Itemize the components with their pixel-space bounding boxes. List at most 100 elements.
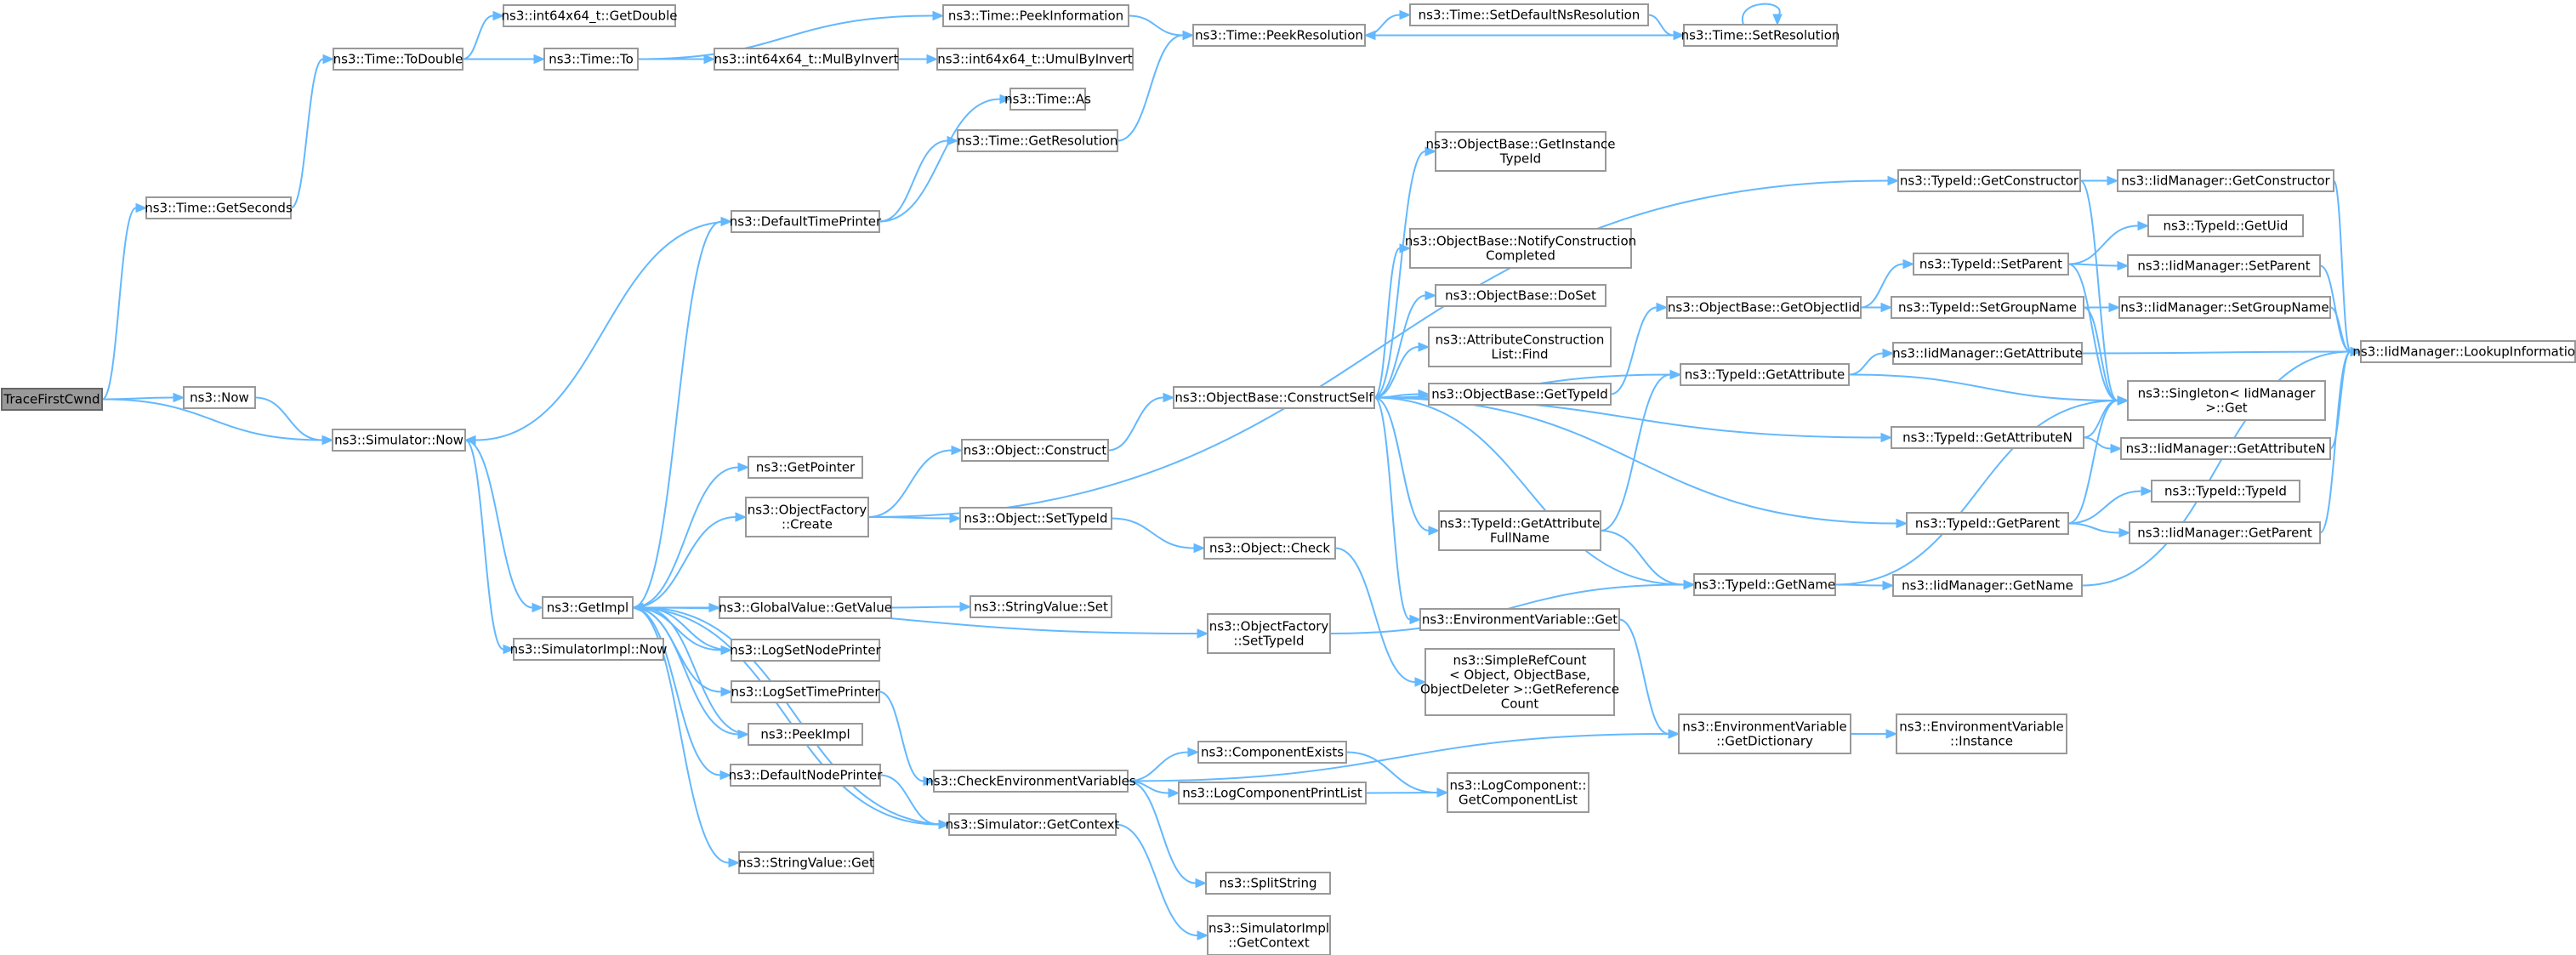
node-time_setdefaultns[interactable]: ns3::Time::SetDefaultNsResolution bbox=[1409, 3, 1649, 26]
node-sim_getcontext[interactable]: ns3::Simulator::GetContext bbox=[946, 813, 1120, 836]
node-typeid_setgroupname[interactable]: ns3::TypeId::SetGroupName bbox=[1891, 296, 2084, 319]
node-label: ns3::TypeId::GetConstructor bbox=[1900, 173, 2079, 189]
node-object_construct[interactable]: ns3::Object::Construct bbox=[961, 439, 1109, 462]
node-objbase_getobjectiid[interactable]: ns3::ObjectBase::GetObjectIid bbox=[1666, 296, 1862, 319]
node-label: ns3::TypeId::GetParent bbox=[1915, 516, 2060, 532]
node-typeid_typeid[interactable]: ns3::TypeId::TypeId bbox=[2151, 480, 2300, 503]
node-int_umulbyinvert[interactable]: ns3::int64x64_t::UmulByInvert bbox=[936, 48, 1134, 71]
node-label: List::Find bbox=[1491, 347, 1548, 362]
edge-get_impl-to-stringvalue_get bbox=[632, 606, 741, 868]
node-iid_setgroupname[interactable]: ns3::IidManager::SetGroupName bbox=[2118, 296, 2331, 319]
edge-arrowhead bbox=[1885, 729, 1898, 739]
node-log_set_node_printer[interactable]: ns3::LogSetNodePrinter bbox=[730, 639, 882, 662]
node-label: ns3::Time::PeekResolution bbox=[1195, 28, 1363, 43]
node-box bbox=[1424, 648, 1615, 716]
node-sim_now[interactable]: ns3::Simulator::Now bbox=[332, 429, 466, 452]
node-env_var_get[interactable]: ns3::EnvironmentVariable::Get bbox=[1419, 608, 1620, 631]
node-label: ::Create bbox=[782, 517, 833, 532]
node-box bbox=[1680, 363, 1850, 386]
node-iid_getconstructor[interactable]: ns3::IidManager::GetConstructor bbox=[2117, 169, 2334, 192]
node-log_set_time_printer[interactable]: ns3::LogSetTimePrinter bbox=[731, 680, 880, 703]
node-now[interactable]: ns3::Now bbox=[183, 386, 256, 409]
node-component_exists[interactable]: ns3::ComponentExists bbox=[1197, 741, 1347, 764]
node-int_getdouble[interactable]: ns3::int64x64_t::GetDouble bbox=[502, 4, 678, 27]
edge-peek_impl-to-get_impl bbox=[631, 602, 749, 736]
node-iid_getparent[interactable]: ns3::IidManager::GetParent bbox=[2129, 521, 2321, 544]
node-time_peekinfo[interactable]: ns3::Time::PeekInformation bbox=[942, 4, 1129, 27]
node-default_node_printer[interactable]: ns3::DefaultNodePrinter bbox=[729, 764, 884, 787]
edge-line bbox=[1111, 517, 1195, 549]
node-label: ns3::ObjectBase::DoSet bbox=[1445, 288, 1596, 304]
node-objfactory_settypeid[interactable]: ns3::ObjectFactory::SetTypeId bbox=[1207, 613, 1331, 654]
node-label: ns3::Time::SetResolution bbox=[1681, 28, 1840, 43]
edge-int_mulbyinvert-to-int_umulbyinvert bbox=[898, 54, 939, 65]
node-label: ns3::LogSetTimePrinter bbox=[731, 685, 880, 700]
node-singleton_get[interactable]: ns3::Singleton< IidManager>::Get bbox=[2127, 380, 2326, 421]
node-box bbox=[1891, 296, 2084, 319]
node-iid_getattribute[interactable]: ns3::IidManager::GetAttribute bbox=[1892, 342, 2083, 365]
node-log_component_printlist[interactable]: ns3::LogComponentPrintList bbox=[1178, 782, 1367, 804]
node-time_todouble[interactable]: ns3::Time::ToDouble bbox=[333, 48, 463, 71]
node-iid_getattributen[interactable]: ns3::IidManager::GetAttributeN bbox=[2120, 437, 2331, 460]
edge-line bbox=[101, 398, 323, 441]
node-peek_impl[interactable]: ns3::PeekImpl bbox=[748, 723, 863, 746]
node-iid_setparent[interactable]: ns3::IidManager::SetParent bbox=[2127, 254, 2321, 277]
node-typeid_getattribute[interactable]: ns3::TypeId::GetAttribute bbox=[1680, 363, 1850, 386]
node-label: ns3::Time::GetResolution bbox=[958, 134, 1118, 149]
node-time_getres[interactable]: ns3::Time::GetResolution bbox=[957, 129, 1118, 152]
edge-line bbox=[1618, 618, 1669, 735]
node-objbase_construct_self[interactable]: ns3::ObjectBase::ConstructSelf bbox=[1173, 386, 1375, 409]
node-object_settypeid[interactable]: ns3::Object::SetTypeId bbox=[959, 507, 1112, 530]
node-stringvalue_get[interactable]: ns3::StringValue::Get bbox=[738, 851, 874, 874]
node-get_pointer[interactable]: ns3::GetPointer bbox=[748, 456, 863, 479]
edge-arrowhead bbox=[1428, 526, 1441, 536]
node-label: ns3::TypeId::GetAttributeN bbox=[1902, 430, 2073, 446]
node-typeid_setparent[interactable]: ns3::TypeId::SetParent bbox=[1913, 253, 2069, 276]
edge-arrowhead bbox=[1363, 30, 1376, 41]
node-logcomponent_getlist[interactable]: ns3::LogComponent::GetComponentList bbox=[1447, 772, 1589, 813]
node-typeid_getuid[interactable]: ns3::TypeId::GetUid bbox=[2147, 214, 2304, 237]
node-object_check[interactable]: ns3::Object::Check bbox=[1203, 537, 1336, 560]
node-typeid_getname[interactable]: ns3::TypeId::GetName bbox=[1693, 573, 1836, 596]
node-time_getseconds[interactable]: ns3::Time::GetSeconds bbox=[145, 196, 293, 219]
node-stringvalue_set[interactable]: ns3::StringValue::Set bbox=[970, 595, 1112, 618]
node-globalvalue_getvalue[interactable]: ns3::GlobalValue::GetValue bbox=[719, 596, 892, 619]
node-iid_getname[interactable]: ns3::IidManager::GetName bbox=[1892, 574, 2083, 597]
node-typeid_getattributen[interactable]: ns3::TypeId::GetAttributeN bbox=[1891, 426, 2084, 449]
node-objbase_gettypeid[interactable]: ns3::ObjectBase::GetTypeId bbox=[1428, 383, 1612, 406]
node-box bbox=[2127, 254, 2321, 277]
node-check_env_vars[interactable]: ns3::CheckEnvironmentVariables bbox=[925, 770, 1136, 793]
node-typeid_getconstructor[interactable]: ns3::TypeId::GetConstructor bbox=[1897, 169, 2081, 192]
node-iid_lookupinfo[interactable]: ns3::IidManager::LookupInformation bbox=[2352, 340, 2576, 363]
node-label: ns3::Object::Construct bbox=[964, 443, 1107, 458]
node-box bbox=[731, 210, 880, 233]
node-objfactory_create[interactable]: ns3::ObjectFactory::Create bbox=[745, 497, 869, 537]
node-simimpl_getcontext[interactable]: ns3::SimulatorImpl::GetContext bbox=[1207, 915, 1331, 955]
edge-time_setres-to-time_setres bbox=[1741, 3, 1783, 26]
node-env_var_getdict[interactable]: ns3::EnvironmentVariable::GetDictionary bbox=[1678, 713, 1851, 754]
node-simimpl_now[interactable]: ns3::SimulatorImpl::Now bbox=[510, 638, 668, 661]
node-box bbox=[1419, 608, 1620, 631]
node-root[interactable]: TraceFirstCwnd bbox=[1, 388, 103, 411]
node-typeid_getparent[interactable]: ns3::TypeId::GetParent bbox=[1906, 512, 2069, 535]
node-get_impl[interactable]: ns3::GetImpl bbox=[542, 596, 634, 619]
node-label: ns3::LogSetNodePrinter bbox=[730, 643, 881, 658]
node-env_var_instance[interactable]: ns3::EnvironmentVariable::Instance bbox=[1896, 713, 2067, 754]
node-objbase_doset[interactable]: ns3::ObjectBase::DoSet bbox=[1435, 284, 1606, 307]
node-objbase_notify[interactable]: ns3::ObjectBase::NotifyConstructionCompl… bbox=[1405, 228, 1636, 269]
node-time_peekres[interactable]: ns3::Time::PeekResolution bbox=[1192, 24, 1366, 47]
node-simple_refcount[interactable]: ns3::SimpleRefCount< Object, ObjectBase,… bbox=[1420, 648, 1619, 716]
node-int_mulbyinvert[interactable]: ns3::int64x64_t::MulByInvert bbox=[714, 48, 899, 71]
node-time_to[interactable]: ns3::Time::To bbox=[543, 48, 639, 71]
node-time_as[interactable]: ns3::Time::As bbox=[1004, 88, 1091, 111]
edge-globalvalue_getvalue-to-stringvalue_set bbox=[890, 601, 972, 612]
node-label: ns3::Time::PeekInformation bbox=[948, 9, 1123, 24]
node-default_time_printer[interactable]: ns3::DefaultTimePrinter bbox=[730, 210, 882, 233]
node-split_string[interactable]: ns3::SplitString bbox=[1205, 872, 1331, 895]
node-time_setres[interactable]: ns3::Time::SetResolution bbox=[1681, 24, 1840, 47]
edge-line bbox=[879, 139, 948, 223]
edge-arrowhead bbox=[1656, 302, 1669, 313]
